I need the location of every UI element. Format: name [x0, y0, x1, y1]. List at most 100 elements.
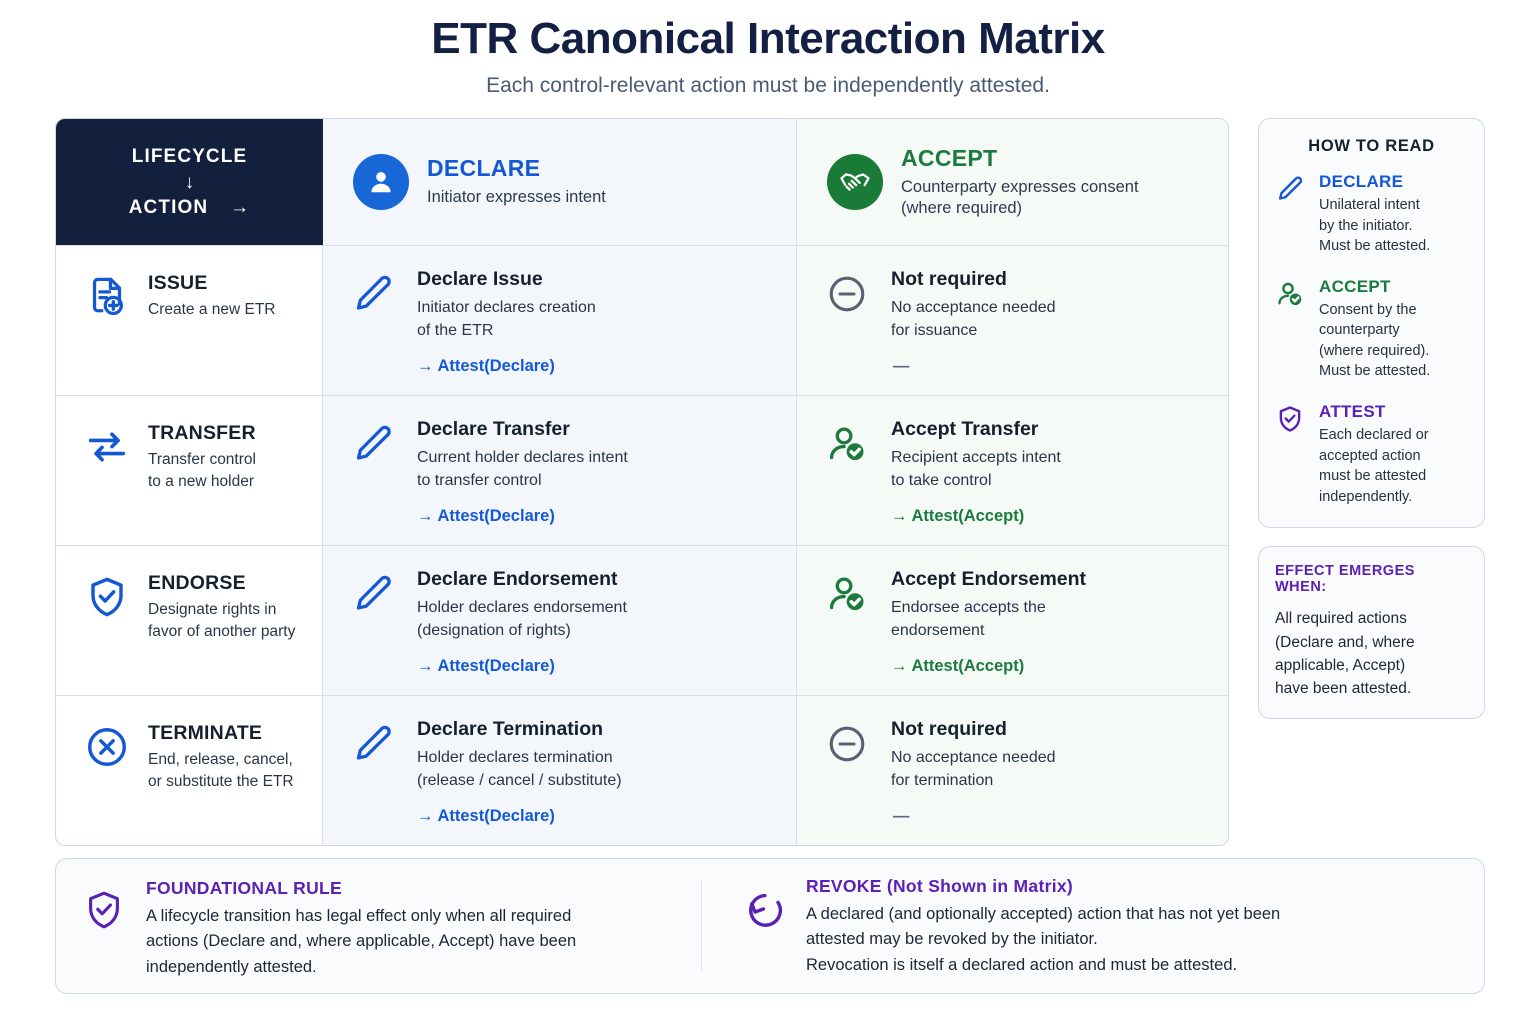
foundational-line-2: actions (Declare and, where applicable, … [146, 932, 577, 951]
legend-desc-attest-2: accepted action [1319, 447, 1421, 464]
revoke-title: REVOKE (Not Shown in Matrix) [806, 876, 1074, 897]
column-header-accept: ACCEPT Counterparty expresses consent (w… [797, 119, 1228, 245]
accept-title-endorse: Accept Endorsement [891, 568, 1087, 590]
lifecycle-cell-transfer: TRANSFER Transfer control to a new holde… [56, 396, 323, 545]
pencil-icon [351, 568, 397, 621]
shield-check-icon [82, 878, 128, 937]
declare-header-title: DECLARE [427, 155, 541, 182]
accept-desc-issue-1: No acceptance needed [891, 299, 1056, 316]
lifecycle-desc-endorse-2: favor of another party [148, 623, 296, 640]
how-to-read-panel: HOW TO READ DECLARE Unilateral intent by… [1258, 118, 1485, 529]
effect-emerges-line-3: applicable, Accept) [1275, 656, 1406, 674]
revoke-line-1: A declared (and optionally accepted) act… [806, 905, 1281, 924]
person-check-icon [825, 418, 871, 471]
person-icon [353, 154, 409, 210]
pencil-icon [351, 418, 397, 471]
matrix-corner-cell: LIFECYCLE ↓ ACTION → [56, 119, 323, 245]
lifecycle-desc-terminate-2: or substitute the ETR [148, 773, 294, 790]
footer-divider [701, 881, 702, 971]
foundational-rule-title: FOUNDATIONAL RULE [146, 878, 342, 899]
foundational-line-3: independently attested. [146, 957, 317, 976]
corner-lifecycle-label: LIFECYCLE [131, 145, 248, 167]
pencil-icon [351, 268, 397, 321]
arrow-right-icon: → [230, 196, 251, 218]
declare-attest-terminate: → Attest(Declare) [417, 806, 555, 825]
accept-attest-transfer: → Attest(Accept) [891, 506, 1025, 525]
lifecycle-desc-transfer-2: to a new holder [148, 473, 254, 490]
legend-desc-attest-1: Each declared or [1319, 427, 1429, 444]
arrow-down-icon: ↓ [184, 171, 195, 193]
accept-desc-terminate-1: No acceptance needed [891, 749, 1056, 766]
accept-desc-terminate-2: for termination [891, 771, 994, 789]
revoke-line-2: attested may be revoked by the initiator… [806, 930, 1098, 949]
accept-desc-transfer-2: to take control [891, 471, 992, 489]
declare-desc-endorse-1: Holder declares endorsement [417, 599, 627, 616]
declare-title-issue: Declare Issue [417, 268, 543, 290]
legend-desc-attest-4: independently. [1319, 488, 1413, 505]
person-check-icon [825, 568, 871, 621]
legend-desc-accept-2: counterparty [1319, 322, 1400, 339]
declare-desc-transfer-2: to transfer control [417, 471, 542, 489]
content-area: LIFECYCLE ↓ ACTION → DECLARE [55, 118, 1485, 846]
accept-title-terminate: Not required [891, 718, 1007, 740]
corner-action-label: ACTION → [129, 197, 251, 219]
legend-desc-accept-4: Must be attested. [1319, 363, 1431, 380]
declare-title-transfer: Declare Transfer [417, 418, 570, 440]
x-circle-icon [84, 722, 132, 775]
legend-desc-declare-1: Unilateral intent [1319, 197, 1420, 213]
effect-emerges-line-4: have been attested. [1275, 680, 1412, 698]
effect-emerges-line-2: (Declare and, where [1275, 633, 1415, 651]
minus-circle-icon [825, 268, 871, 321]
foundational-rule-section: FOUNDATIONAL RULE A lifecycle transition… [56, 872, 701, 979]
accept-title-transfer: Accept Transfer [891, 418, 1039, 440]
matrix-row-terminate: TERMINATE End, release, cancel, or subst… [56, 696, 1228, 845]
revoke-circular-arrow-icon [742, 876, 788, 939]
declare-attest-endorse: → Attest(Declare) [417, 656, 555, 675]
accept-attest-issue: — [893, 356, 910, 375]
declare-title-terminate: Declare Termination [417, 718, 604, 740]
page-subtitle: Each control-relevant action must be ind… [486, 74, 1050, 97]
accept-attest-terminate: — [893, 806, 910, 825]
interaction-matrix: LIFECYCLE ↓ ACTION → DECLARE [55, 118, 1229, 846]
pencil-icon [351, 718, 397, 771]
matrix-row-endorse: ENDORSE Designate rights in favor of ano… [56, 546, 1228, 696]
column-header-declare: DECLARE Initiator expresses intent [323, 119, 797, 245]
declare-desc-issue-1: Initiator declares creation [417, 299, 596, 316]
shield-check-icon [1275, 402, 1307, 507]
lifecycle-name-endorse: ENDORSE [148, 572, 246, 594]
lifecycle-name-transfer: TRANSFER [148, 422, 256, 444]
page-title: ETR Canonical Interaction Matrix [431, 14, 1105, 63]
accept-cell-terminate: Not required No acceptance needed for te… [797, 696, 1228, 845]
legend-item-attest: ATTEST Each declared or accepted action … [1275, 402, 1468, 507]
lifecycle-desc-issue-1: Create a new ETR [148, 301, 276, 318]
lifecycle-name-terminate: TERMINATE [148, 722, 263, 744]
lifecycle-desc-terminate-1: End, release, cancel, [148, 751, 293, 768]
declare-title-endorse: Declare Endorsement [417, 568, 618, 590]
lifecycle-name-issue: ISSUE [148, 272, 208, 294]
corner-action-text: ACTION [128, 196, 209, 218]
effect-emerges-title: EFFECT EMERGES WHEN: [1275, 563, 1415, 596]
declare-cell-transfer: Declare Transfer Current holder declares… [323, 396, 797, 545]
declare-desc-endorse-2: (designation of rights) [417, 621, 571, 639]
pencil-icon [1275, 172, 1307, 257]
how-to-read-title: HOW TO READ [1308, 137, 1435, 155]
accept-desc-transfer-1: Recipient accepts intent [891, 449, 1061, 466]
accept-title-issue: Not required [891, 268, 1007, 290]
lifecycle-desc-transfer-1: Transfer control [148, 451, 256, 468]
accept-attest-endorse: → Attest(Accept) [891, 656, 1025, 675]
accept-desc-endorse-2: endorsement [891, 621, 985, 639]
declare-desc-terminate-2: (release / cancel / substitute) [417, 771, 622, 789]
sidebar: HOW TO READ DECLARE Unilateral intent by… [1258, 118, 1485, 720]
legend-desc-accept-1: Consent by the [1319, 301, 1417, 318]
declare-cell-issue: Declare Issue Initiator declares creatio… [323, 246, 797, 395]
legend-desc-declare-2: by the initiator. [1319, 217, 1413, 234]
matrix-row-transfer: TRANSFER Transfer control to a new holde… [56, 396, 1228, 546]
transfer-arrows-icon [84, 422, 132, 475]
effect-emerges-line-1: All required actions [1275, 610, 1407, 628]
legend-desc-attest-3: must be attested [1319, 468, 1427, 485]
accept-header-subtitle-2: (where required) [901, 199, 1023, 217]
legend-desc-declare-3: Must be attested. [1319, 238, 1431, 255]
legend-name-accept: ACCEPT [1319, 276, 1391, 296]
person-check-icon [1275, 277, 1307, 382]
declare-desc-issue-2: of the ETR [417, 321, 494, 339]
